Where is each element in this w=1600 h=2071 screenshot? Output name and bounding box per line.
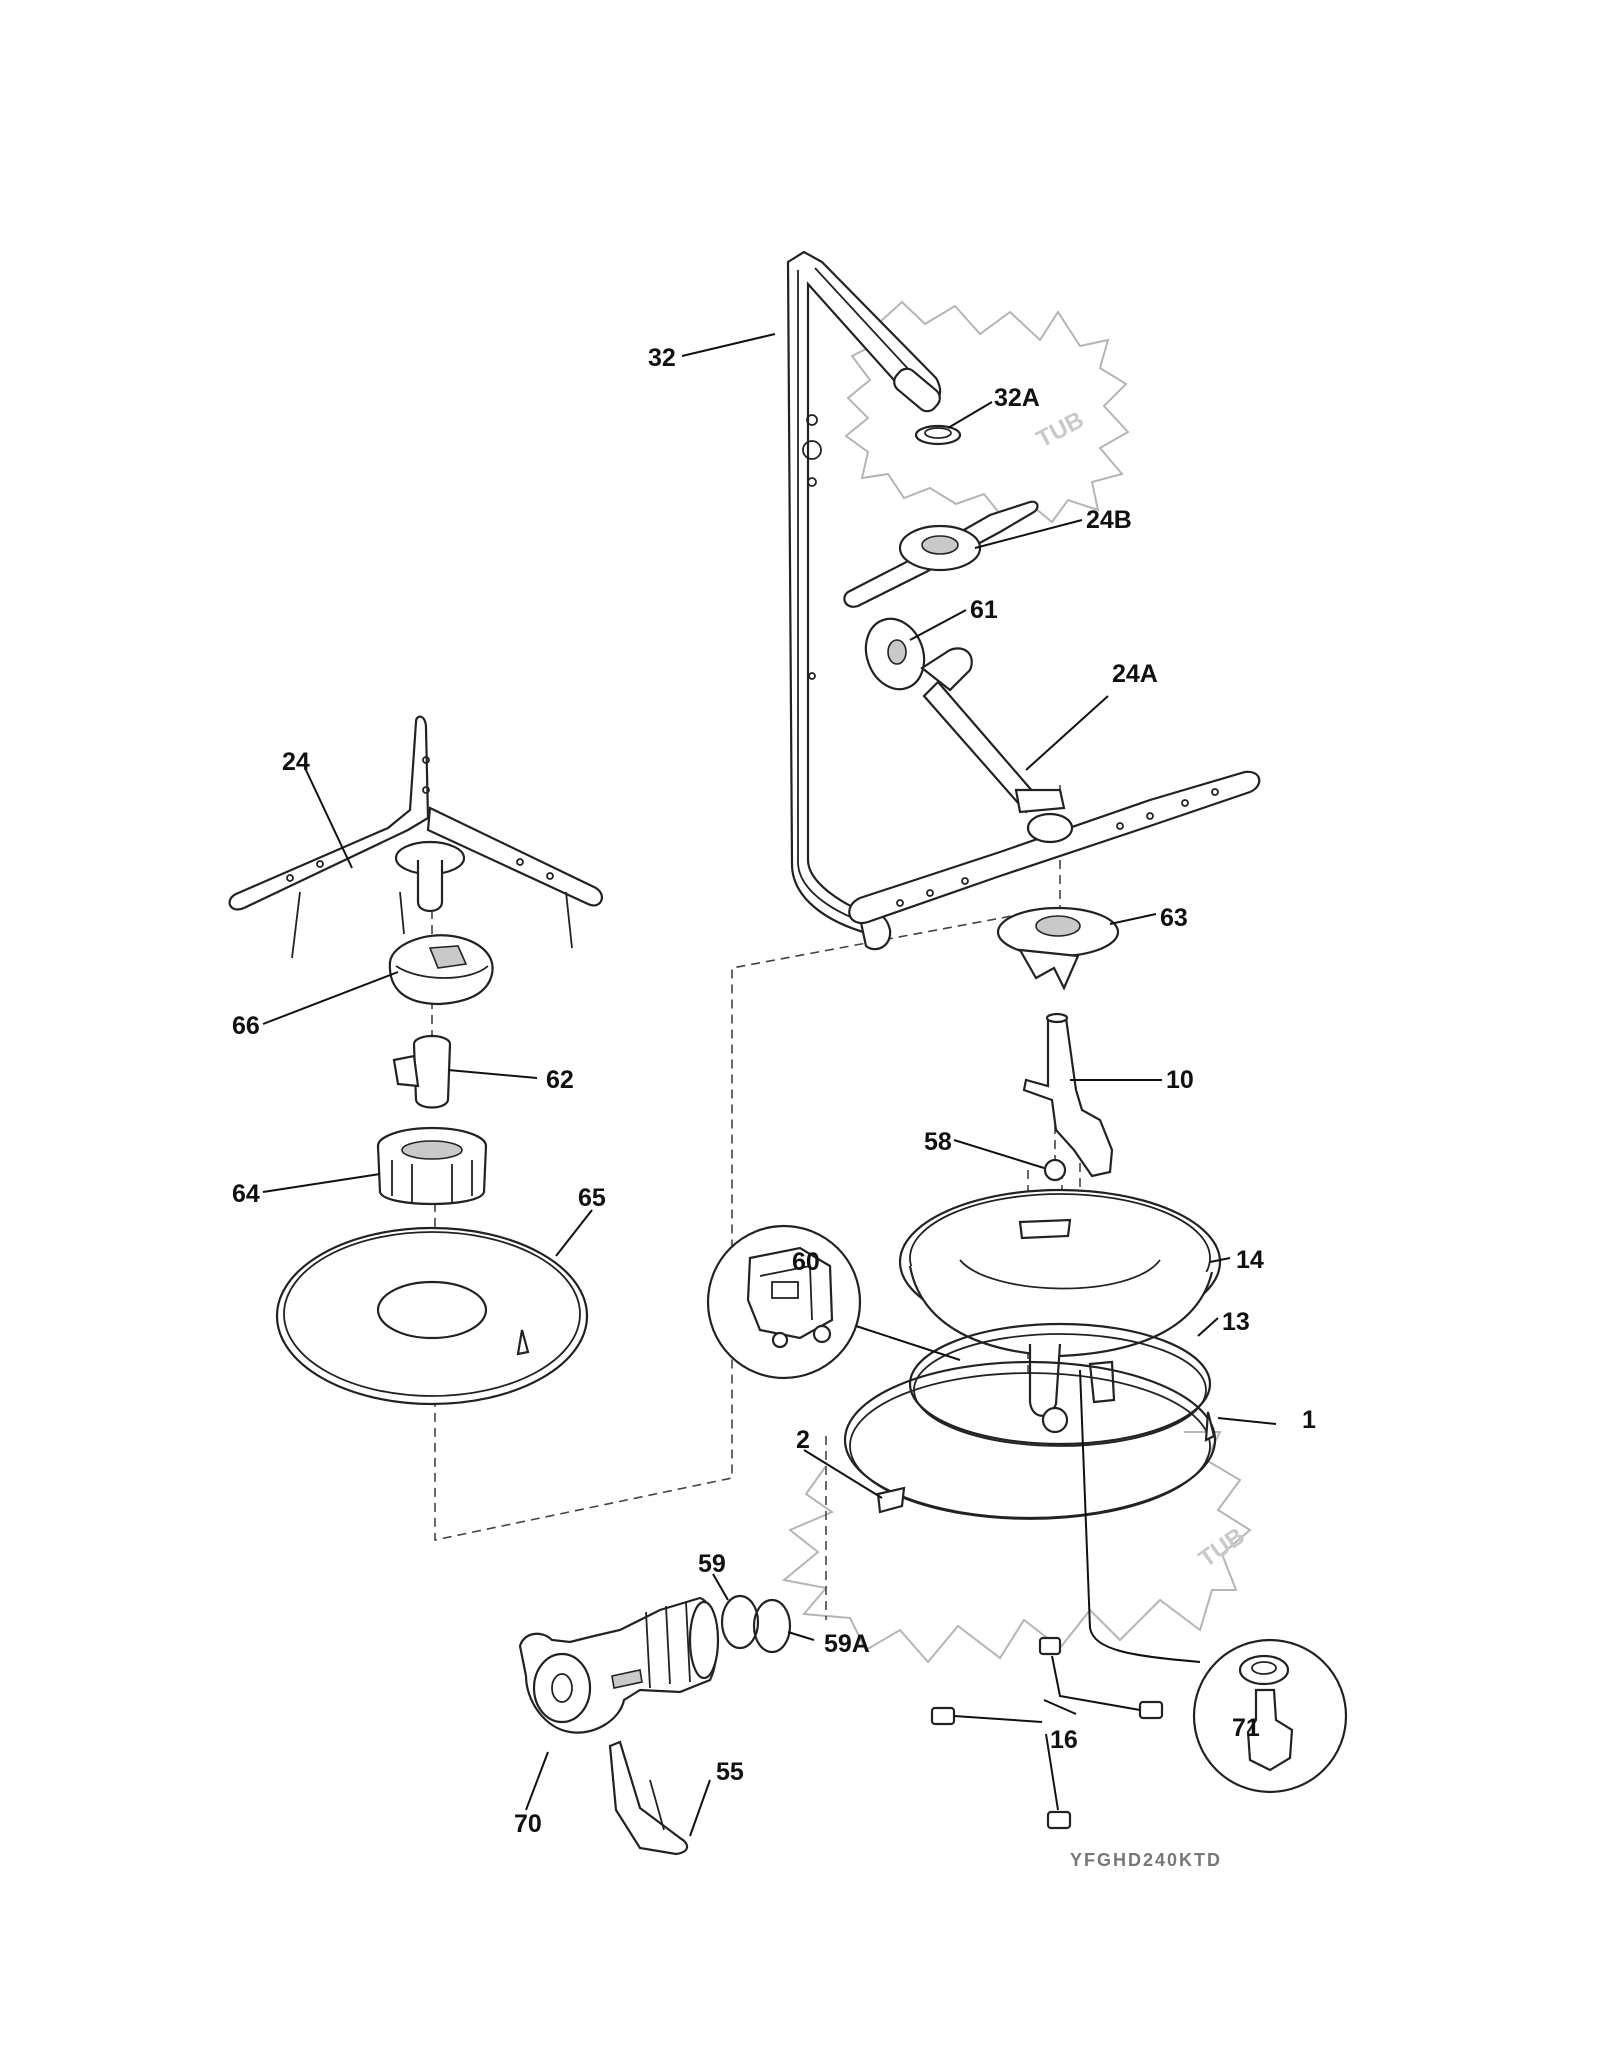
part-24-spray-arm [228,715,603,959]
label-16: 16 [1050,1726,1078,1754]
part-24B-upper-spray-arm [843,500,1039,608]
label-65: 65 [578,1184,606,1212]
part-2-clip [876,1486,906,1514]
label-71: 71 [1232,1714,1260,1742]
part-10-tower [1022,1012,1114,1178]
part-71-sensor-callout [1079,1369,1348,1794]
part-14-sump [898,1188,1222,1434]
part-16-clips [930,1636,1164,1830]
part-64-filter-cup [376,1126,488,1206]
drawing-code: YFGHD240KTD [1070,1850,1222,1870]
part-1-ring [843,1360,1217,1520]
label-1: 1 [1302,1406,1316,1434]
label-61: 61 [970,596,998,624]
label-64: 64 [232,1180,260,1208]
label-13: 13 [1222,1308,1250,1336]
label-70: 70 [514,1810,542,1838]
label-24: 24 [282,748,310,776]
part-65-fine-filter [275,1226,589,1406]
label-58: 58 [924,1128,952,1156]
part-61-disc [864,617,926,691]
part-62-stem [392,1034,452,1109]
label-32: 32 [648,344,676,372]
label-24A: 24A [1112,660,1158,688]
label-14: 14 [1236,1246,1264,1274]
label-66: 66 [232,1012,260,1040]
label-60: 60 [792,1248,820,1276]
part-labels: 32 32A 24B 61 24A 24 63 66 62 10 58 64 6… [232,344,1316,1838]
leader-lines [262,333,1277,1837]
part-66-ring [388,934,494,1006]
tub-watermark-lower: TUB [1194,1523,1250,1573]
label-59A: 59A [824,1630,870,1658]
part-32A-gasket [914,424,962,446]
part-55-bracket [608,1740,689,1856]
label-24B: 24B [1086,506,1132,534]
label-59: 59 [698,1550,726,1578]
label-55: 55 [716,1758,744,1786]
part-59-o-rings [720,1594,792,1654]
label-63: 63 [1160,904,1188,932]
part-70-pump-motor [518,1596,720,1734]
part-60-valve-callout [706,1224,961,1380]
part-24A-lower-spray-arm [848,647,1261,925]
part-63-cap [996,906,1120,991]
part-58-ball [1043,1158,1067,1182]
label-10: 10 [1166,1066,1194,1094]
tub-watermark-upper: TUB [1032,406,1088,453]
tub-outline-lower: TUB [781,1431,1252,1664]
label-62: 62 [546,1066,574,1094]
label-32A: 32A [994,384,1040,412]
label-2: 2 [796,1426,810,1454]
